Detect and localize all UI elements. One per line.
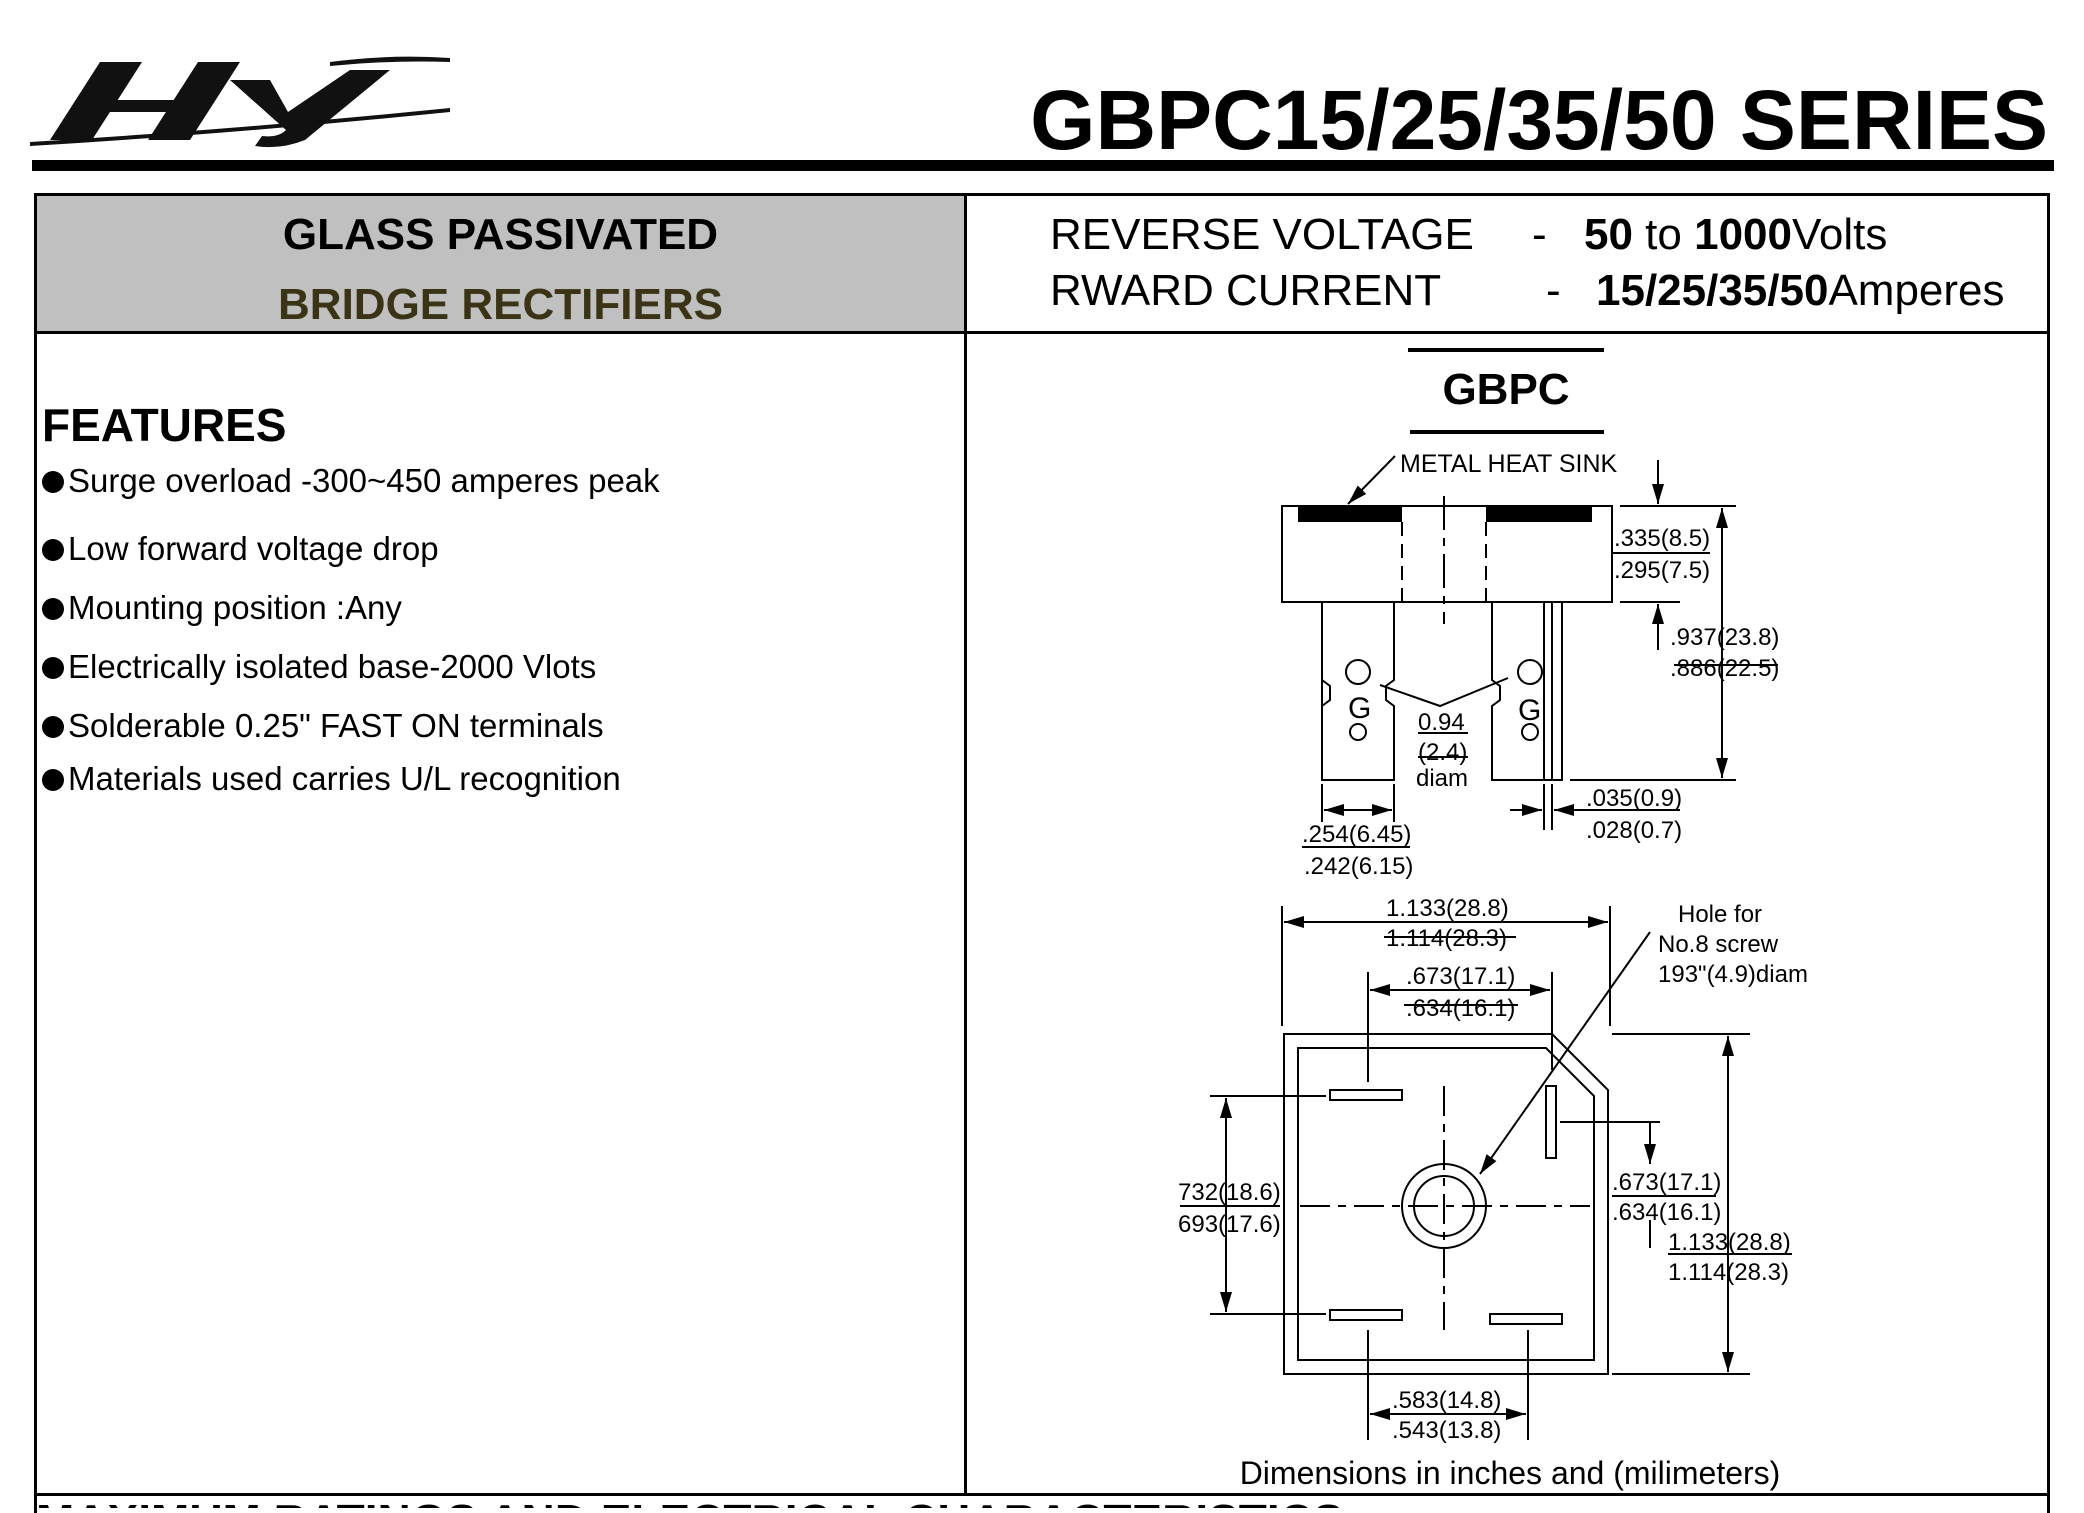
current-values: 15/25/35/50: [1596, 266, 1829, 315]
dim-bottom-span-bottom: .543(13.8): [1392, 1417, 1501, 1444]
content-frame: [34, 193, 2050, 1513]
device-type-line1: GLASS PASSIVATED: [282, 210, 719, 259]
dim-pin-span-bottom: .634(16.1): [1406, 995, 1515, 1022]
gate-label-right: G: [1518, 694, 1541, 727]
header-rule: [32, 160, 2054, 171]
dim-tab-top: .254(6.45): [1302, 821, 1411, 848]
feature-item: Materials used carries U/L recognition: [42, 760, 621, 798]
drawing-caption: Dimensions in inches and (milimeters): [1240, 1455, 1781, 1491]
voltage-unit: Volts: [1792, 210, 1888, 259]
device-type-box: [37, 196, 964, 331]
screw-note-line1: Hole for: [1678, 901, 1762, 928]
voltage-dash: -: [1532, 210, 1547, 259]
dim-bottom-span-top: .583(14.8): [1392, 1387, 1501, 1414]
current-label: RWARD CURRENT: [1050, 266, 1442, 315]
package-outline-drawing: GBPC METAL HEAT SINK G G .335(8.5) .295(…: [1178, 348, 1808, 1491]
dim-left-span-bottom: 693(17.6): [1178, 1211, 1281, 1238]
screw-note-line2: No.8 screw: [1658, 931, 1779, 958]
device-type-line2: BRIDGE RECTIFIERS: [278, 280, 723, 329]
dim-hole-mid: (2.4): [1418, 739, 1467, 766]
bullet-icon: [42, 657, 64, 679]
row-divider: [34, 331, 2050, 334]
feature-text: Mounting position :Any: [68, 589, 402, 626]
bullet-icon: [42, 471, 64, 493]
feature-item: Solderable 0.25" FAST ON terminals: [42, 707, 604, 745]
feature-item: Surge overload -300~450 amperes peak: [42, 462, 660, 500]
dim-overall-bottom: 1.114(28.3): [1668, 1259, 1789, 1286]
dim-length-bottom: .886(22.5): [1670, 655, 1779, 682]
dim-hole-top: 0.94: [1418, 709, 1465, 736]
next-section-heading-text: MAXIMUM RATINGS AND ELECTRICAL CHARACTER…: [36, 1496, 1344, 1508]
column-divider: [964, 193, 967, 1495]
dim-right-span-top: .673(17.1): [1612, 1169, 1721, 1196]
feature-text: Surge overload -300~450 amperes peak: [68, 462, 660, 499]
voltage-min: 50: [1584, 210, 1633, 259]
dim-thickness-bottom: .028(0.7): [1586, 817, 1682, 844]
dim-length-top: .937(23.8): [1670, 624, 1779, 651]
current-value: 15/25/35/50Amperes: [1596, 266, 2005, 316]
dim-pin-span-top: .673(17.1): [1406, 963, 1515, 990]
next-section-heading: MAXIMUM RATINGS AND ELECTRICAL CHARACTER…: [36, 1496, 1344, 1508]
dim-thickness-top: .035(0.9): [1586, 785, 1682, 812]
voltage-value: 50 to 1000Volts: [1584, 210, 1887, 260]
features-heading: FEATURES: [42, 399, 287, 451]
dim-tab-bottom: .242(6.15): [1304, 853, 1413, 880]
series-title: GBPC15/25/35/50 SERIES: [1030, 73, 2048, 167]
voltage-label: REVERSE VOLTAGE: [1050, 210, 1474, 259]
voltage-to: to: [1632, 210, 1695, 259]
screw-note-line3: 193"(4.9)diam: [1658, 961, 1808, 988]
feature-text: Solderable 0.25" FAST ON terminals: [68, 707, 604, 744]
hy-logo: [30, 56, 450, 148]
dim-overall-top: 1.133(28.8): [1668, 1229, 1791, 1256]
bullet-icon: [42, 769, 64, 791]
gate-label-left: G: [1348, 692, 1371, 725]
section-rule: [34, 1493, 2050, 1496]
bullet-icon: [42, 598, 64, 620]
voltage-max: 1000: [1694, 210, 1792, 259]
feature-item: Mounting position :Any: [42, 589, 402, 627]
heat-sink-label: METAL HEAT SINK: [1400, 450, 1618, 478]
feature-item: Low forward voltage drop: [42, 530, 439, 568]
current-dash: -: [1546, 266, 1561, 315]
bullet-icon: [42, 539, 64, 561]
feature-text: Electrically isolated base-2000 Vlots: [68, 648, 597, 685]
dim-right-span-bottom: .634(16.1): [1612, 1199, 1721, 1226]
dim-height-bottom: .295(7.5): [1614, 557, 1710, 584]
feature-text: Materials used carries U/L recognition: [68, 760, 621, 797]
dim-left-span-top: 732(18.6): [1178, 1179, 1281, 1206]
current-unit: Amperes: [1828, 266, 2005, 315]
feature-item: Electrically isolated base-2000 Vlots: [42, 648, 596, 686]
dim-width-top: 1.133(28.8): [1386, 895, 1509, 922]
dim-hole-bottom: diam: [1416, 765, 1468, 792]
dim-width-bottom: 1.114(28.3): [1386, 925, 1507, 952]
feature-text: Low forward voltage drop: [68, 530, 439, 567]
dim-height-top: .335(8.5): [1614, 525, 1710, 552]
bullet-icon: [42, 716, 64, 738]
package-name: GBPC: [1442, 365, 1569, 414]
